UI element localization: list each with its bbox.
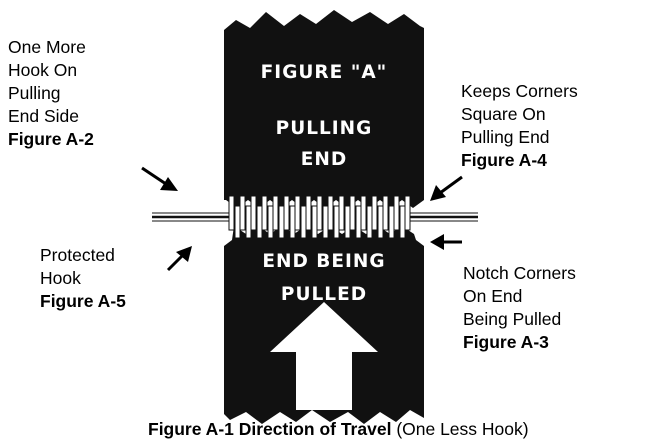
pulling-end-hook bbox=[393, 195, 400, 231]
callout-a5-line2: Hook bbox=[40, 268, 81, 288]
pulling-end-label-line2: PULLING bbox=[275, 118, 373, 139]
pulled-end-hook bbox=[388, 205, 395, 239]
arrow-a3 bbox=[430, 234, 462, 250]
callout-a4-figure: Figure A-4 bbox=[461, 150, 547, 170]
pulling-end-hook bbox=[228, 195, 235, 231]
callout-a4-line3: Pulling End bbox=[461, 127, 550, 147]
pulling-end-hook bbox=[404, 195, 411, 231]
callout-a5-figure: Figure A-5 bbox=[40, 291, 126, 311]
pulled-end-hook bbox=[377, 205, 384, 239]
callout-a2: One More Hook On Pulling End Side Figure… bbox=[8, 36, 94, 151]
pulling-end-hook bbox=[382, 195, 389, 231]
end-being-pulled-label-line2: PULLED bbox=[280, 284, 368, 305]
pulled-end-hook bbox=[344, 205, 351, 239]
pulling-end-hook bbox=[316, 195, 323, 231]
pulled-end-hook bbox=[311, 205, 318, 239]
figure-caption: Figure A-1 Direction of Travel (One Less… bbox=[148, 419, 529, 440]
pulled-end-hook bbox=[234, 205, 241, 239]
caption-note: (One Less Hook) bbox=[396, 419, 529, 439]
callout-a3-line1: Notch Corners bbox=[463, 263, 576, 283]
callout-a3: Notch Corners On End Being Pulled Figure… bbox=[463, 262, 576, 354]
callout-a3-line2: On End bbox=[463, 286, 523, 306]
callout-a3-line3: Being Pulled bbox=[463, 309, 562, 329]
pulled-end-hook bbox=[333, 205, 340, 239]
callout-a5-line1: Protected bbox=[40, 245, 115, 265]
pulling-end-hook bbox=[349, 195, 356, 231]
arrow-a2 bbox=[141, 166, 178, 191]
pulling-end-hook bbox=[283, 195, 290, 231]
callout-a5: Protected Hook Figure A-5 bbox=[40, 244, 126, 313]
pulled-end-hook bbox=[278, 205, 285, 239]
callout-a2-figure: Figure A-2 bbox=[8, 129, 94, 149]
pulling-end-hook bbox=[261, 195, 268, 231]
pulling-end-hook bbox=[338, 195, 345, 231]
callout-a2-line2: Hook On bbox=[8, 60, 78, 80]
pulled-end-hook bbox=[366, 205, 373, 239]
direction-of-travel-arrow bbox=[270, 302, 378, 410]
pulling-end-hook bbox=[327, 195, 334, 231]
pulling-end-hook bbox=[250, 195, 257, 231]
pulling-end-hook bbox=[360, 195, 367, 231]
pulled-end-hook bbox=[245, 205, 252, 239]
pulled-end-hook bbox=[267, 205, 274, 239]
pulled-end-hook bbox=[322, 205, 329, 239]
callout-a4-line1: Keeps Corners bbox=[461, 81, 578, 101]
arrow-a4 bbox=[430, 175, 463, 201]
pulling-end-hook bbox=[305, 195, 312, 231]
pulled-end-hook bbox=[289, 205, 296, 239]
callout-a2-line1: One More bbox=[8, 37, 86, 57]
caption-title: Figure A-1 Direction of Travel bbox=[148, 419, 392, 439]
arrow-a5 bbox=[166, 246, 192, 272]
pulling-end-belt bbox=[224, 10, 424, 208]
callout-a2-line4: End Side bbox=[8, 106, 80, 126]
pulled-end-hook bbox=[256, 205, 263, 239]
pulled-end-hook bbox=[300, 205, 307, 239]
pulling-end-hook bbox=[272, 195, 279, 231]
pulling-end-label-line1: FIGURE "A" bbox=[260, 62, 388, 83]
pulling-end-hook bbox=[294, 195, 301, 231]
callout-a4: Keeps Corners Square On Pulling End Figu… bbox=[461, 80, 578, 172]
pulling-end-hook bbox=[371, 195, 378, 231]
pulling-end-hook bbox=[239, 195, 246, 231]
pulled-end-hook bbox=[399, 205, 406, 239]
pulled-end-hook bbox=[355, 205, 362, 239]
pulling-end-label-line3: END bbox=[300, 149, 348, 170]
callout-a4-line2: Square On bbox=[461, 104, 546, 124]
splice-hooks bbox=[228, 195, 411, 239]
callout-a3-figure: Figure A-3 bbox=[463, 332, 549, 352]
callout-a2-line3: Pulling bbox=[8, 83, 61, 103]
end-being-pulled-label-line1: END BEING bbox=[262, 251, 386, 272]
